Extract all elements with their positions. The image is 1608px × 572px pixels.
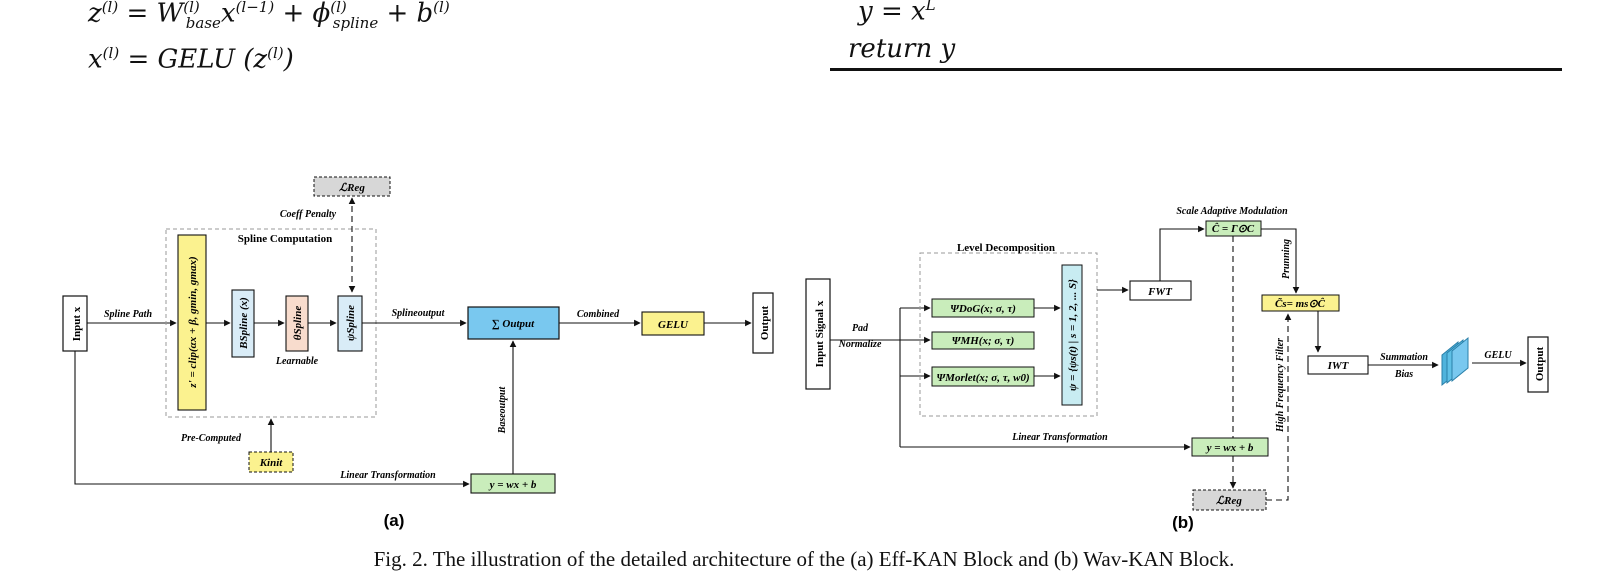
- b-fwt-label: FWT: [1147, 286, 1173, 298]
- b-c-tilde-label: C̃s= ms⊙Ĉ: [1275, 297, 1326, 310]
- b-scale-adaptive-label: Scale Adaptive Modulation: [1176, 206, 1288, 217]
- a-spline-output-label: Splineoutput: [392, 308, 446, 319]
- equation-z: z(l) = W(l)basex(l−1) + ϕ(l)spline + b(l…: [88, 0, 450, 32]
- b-linear-box-label: y = wx + b: [1205, 442, 1254, 454]
- equation-y: y = xL: [858, 0, 936, 27]
- a-lreg-label: ℒReg: [339, 182, 365, 194]
- b-level-decomposition-region: [919, 252, 1098, 417]
- a-base-output-label: Baseoutput: [497, 385, 508, 434]
- a-spline-computation-label: Spline Computation: [238, 233, 332, 245]
- b-summation-label: Summation: [1380, 352, 1428, 363]
- b-bias-label: Bias: [1394, 369, 1413, 380]
- b-output-box: [1527, 336, 1549, 393]
- b-pad-label: Pad: [852, 323, 869, 334]
- b-psi-mh-box: [931, 331, 1035, 350]
- a-theta-label: θSpline: [292, 306, 304, 341]
- a-bspline-label: BSpline (x): [238, 297, 250, 350]
- b-subfigure-label: (b): [1172, 513, 1194, 532]
- b-lreg-box: [1192, 489, 1267, 511]
- a-psi-label: ψSpline: [345, 305, 357, 341]
- b-normalize-label: Normalize: [838, 339, 882, 350]
- b-linear-transformation-label: Linear Transformation: [1011, 432, 1108, 443]
- b-psi-mh-label: ΨMH(x; σ, τ): [952, 335, 1015, 347]
- b-psi-set-label: ψ = {ψs(t) | s = 1, 2, ... S}: [1067, 279, 1079, 391]
- a-linear-transformation-label: Linear Transformation: [339, 470, 436, 481]
- a-linear-box-label: y = wx + b: [488, 479, 537, 491]
- b-input-box: [805, 278, 831, 390]
- a-learnable-label: Learnable: [275, 356, 319, 367]
- a-coeff-penalty-label: Coeff Penalty: [280, 209, 337, 220]
- a-clip-box: [177, 234, 207, 411]
- a-sum-output-box: [467, 306, 560, 340]
- b-c-tilde-box: [1261, 294, 1340, 312]
- a-clip-label: z' = clip(αx + β, gmin, gmax): [187, 256, 199, 388]
- b-lreg-label: ℒReg: [1216, 495, 1242, 507]
- a-gelu-label: GELU: [658, 319, 689, 331]
- a-input-box: [62, 295, 88, 352]
- b-output-label: Output: [1534, 347, 1546, 382]
- a-pre-computed-label: Pre-Computed: [181, 433, 242, 444]
- a-input-label: Input x: [71, 306, 83, 341]
- b-psi-set-box: [1061, 264, 1083, 406]
- a-kinit-label: Kinit: [259, 457, 284, 469]
- equation-return: return y: [848, 34, 956, 64]
- equation-x: x(l) = GELU (z(l)): [88, 44, 294, 75]
- b-high-freq-label: High Frequency Filter: [1275, 338, 1286, 433]
- a-combined-label: Combined: [577, 309, 620, 320]
- b-gelu-label: GELU: [1484, 350, 1512, 361]
- a-output-label: Output: [759, 306, 771, 341]
- b-iwt-label: IWT: [1327, 360, 1350, 372]
- b-linear-box: [1191, 437, 1269, 457]
- b-input-label: Input Signal x: [814, 300, 826, 367]
- a-lreg-box: [313, 176, 391, 197]
- b-psi-morlet-label: ΨMorlet(x; σ, τ, w0): [936, 372, 1029, 384]
- a-subfigure-label: (a): [384, 511, 405, 530]
- b-psi-dog-label: ΨDoG(x; σ, τ): [950, 303, 1016, 315]
- b-c-hat-label: Ĉ = Γ⊙C: [1212, 222, 1255, 235]
- a-psi-box: [337, 295, 363, 352]
- b-level-decomposition-label: Level Decomposition: [957, 242, 1055, 254]
- a-output-box: [752, 292, 774, 354]
- figure-caption: Fig. 2. The illustration of the detailed…: [373, 547, 1235, 571]
- a-sum-output-label: ∑ Output: [492, 318, 535, 330]
- b-prunning-label: Prunning: [1281, 239, 1292, 279]
- algorithm-rule: [830, 68, 1562, 71]
- stacked-layers-icon: [1441, 336, 1469, 387]
- a-spline-path-label: Spline Path: [104, 309, 153, 320]
